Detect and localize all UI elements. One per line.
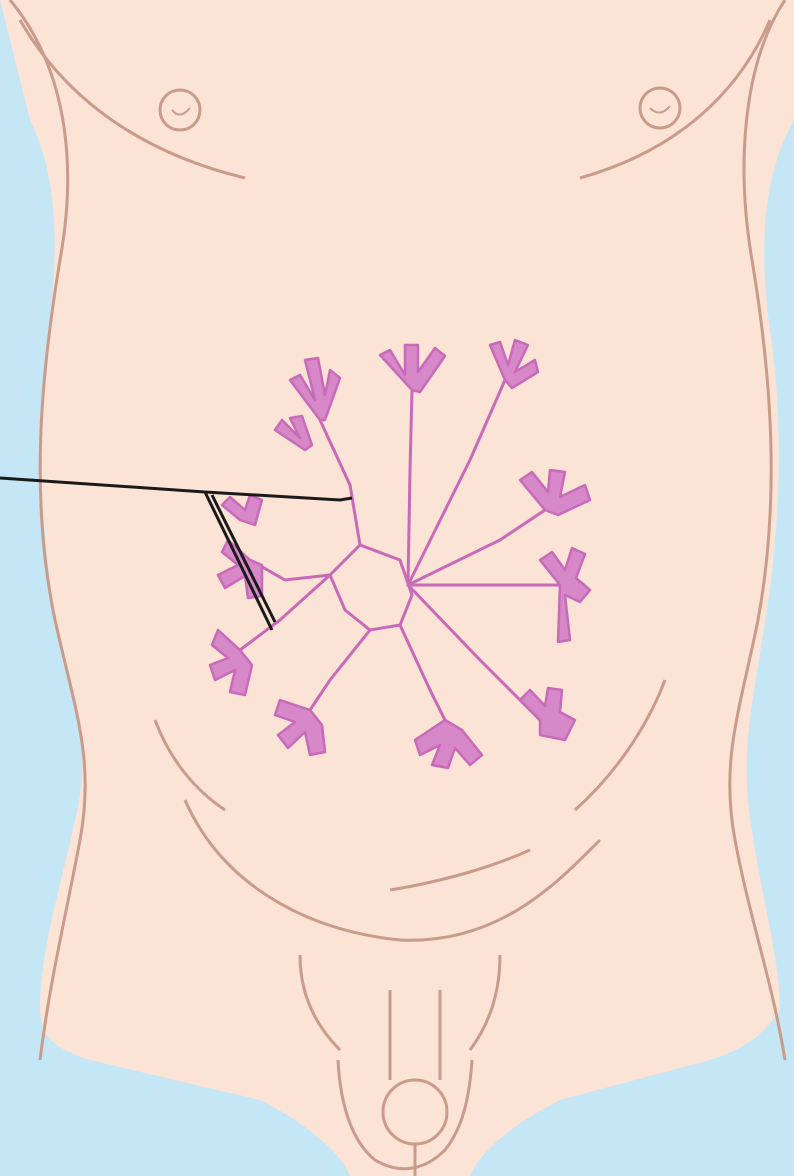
illustration-stage: [0, 0, 794, 1176]
torso-body: [0, 0, 794, 1176]
torso-illustration: [0, 0, 794, 1176]
